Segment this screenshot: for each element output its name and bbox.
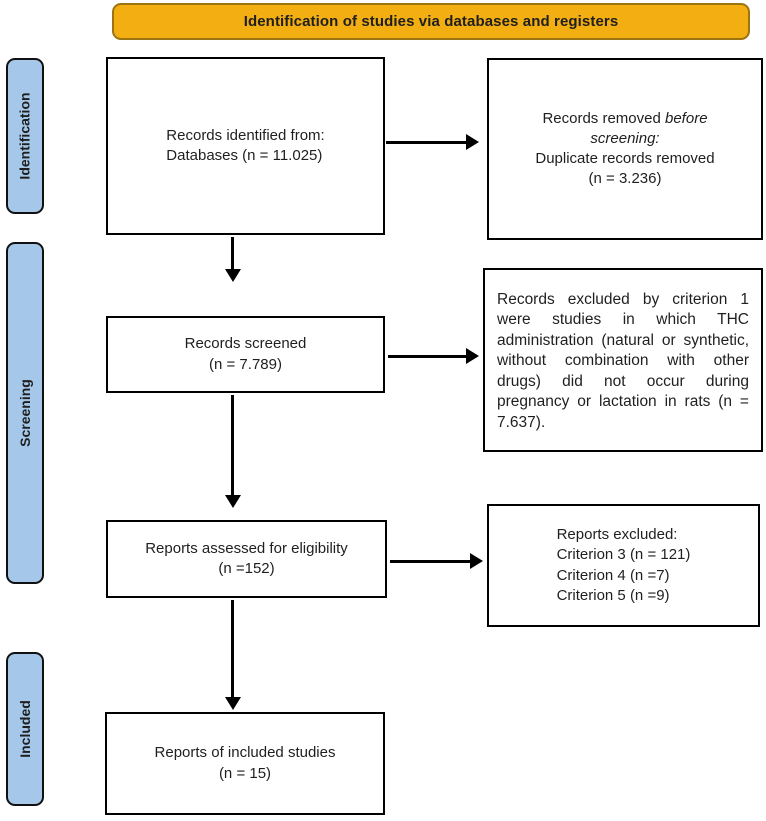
reports-excluded-criterion5: Criterion 5 (n =9) — [556, 586, 670, 604]
records-removed-line2-italic: screening: — [590, 129, 660, 147]
records-screened-line2: (n = 7.789) — [209, 355, 282, 373]
arrow-screened-to-excluded-line — [388, 355, 466, 358]
records-identified-line1: Records identified from: — [166, 126, 325, 144]
box-records-identified-text: Records identified from: Databases (n = … — [166, 126, 324, 167]
arrow-right-icon — [470, 553, 483, 569]
box-reports-excluded: Reports excluded: Criterion 3 (n = 121) … — [487, 504, 760, 627]
box-records-removed-text: Records removed before screening: Duplic… — [535, 109, 714, 190]
arrow-down-icon — [225, 495, 241, 508]
arrow-right-icon — [466, 134, 479, 150]
reports-excluded-criterion4: Criterion 4 (n =7) — [556, 566, 670, 584]
stage-label-included: Included — [6, 652, 44, 806]
arrow-identified-to-removed-line — [386, 141, 466, 144]
reports-included-line1: Reports of included studies — [154, 744, 336, 762]
stage-label-screening: Screening — [6, 242, 44, 584]
records-removed-line1-regular: Records removed — [542, 109, 665, 127]
arrow-identified-to-screened-line — [231, 237, 234, 269]
box-records-screened-text: Records screened (n = 7.789) — [185, 334, 307, 375]
arrow-screened-to-assessed-line — [231, 395, 234, 495]
stage-label-included-text: Included — [17, 700, 33, 758]
box-reports-included-text: Reports of included studies (n = 15) — [155, 743, 336, 784]
box-records-removed: Records removed before screening: Duplic… — [487, 58, 763, 240]
box-reports-assessed-text: Reports assessed for eligibility (n =152… — [145, 539, 348, 580]
reports-assessed-line1: Reports assessed for eligibility — [145, 539, 348, 557]
arrow-assessed-to-included-line — [231, 600, 234, 697]
stage-label-screening-text: Screening — [17, 379, 34, 447]
records-removed-line4: (n = 3.236) — [588, 170, 662, 188]
banner-identification-of-studies: Identification of studies via databases … — [112, 3, 750, 40]
stage-label-identification: Identification — [6, 58, 44, 214]
arrow-right-icon — [466, 348, 479, 364]
banner-label: Identification of studies via databases … — [243, 13, 619, 30]
arrow-down-icon — [225, 269, 241, 282]
box-records-excluded: Records excluded by criterion 1 were stu… — [483, 268, 763, 452]
records-screened-line1: Records screened — [184, 335, 307, 353]
reports-excluded-title: Reports excluded: — [556, 526, 678, 543]
reports-assessed-line2: (n =152) — [218, 560, 275, 577]
box-reports-assessed: Reports assessed for eligibility (n =152… — [106, 520, 387, 598]
records-removed-line3: Duplicate records removed — [535, 150, 715, 167]
reports-excluded-criterion3: Criterion 3 (n = 121) — [556, 546, 691, 564]
box-records-identified: Records identified from: Databases (n = … — [106, 57, 385, 235]
arrow-assessed-to-reports-excluded-line — [390, 560, 470, 563]
stage-label-identification-text: Identification — [17, 92, 33, 180]
box-records-excluded-text: Records excluded by criterion 1 were stu… — [497, 291, 749, 431]
records-removed-line1-italic: before — [665, 109, 708, 127]
box-reports-excluded-text: Reports excluded: Criterion 3 (n = 121) … — [557, 525, 691, 606]
arrow-down-icon — [225, 697, 241, 710]
reports-included-line2: (n = 15) — [218, 764, 272, 782]
records-identified-line2: Databases (n = 11.025) — [166, 147, 323, 164]
box-records-screened: Records screened (n = 7.789) — [106, 316, 385, 393]
box-reports-included: Reports of included studies (n = 15) — [105, 712, 385, 815]
